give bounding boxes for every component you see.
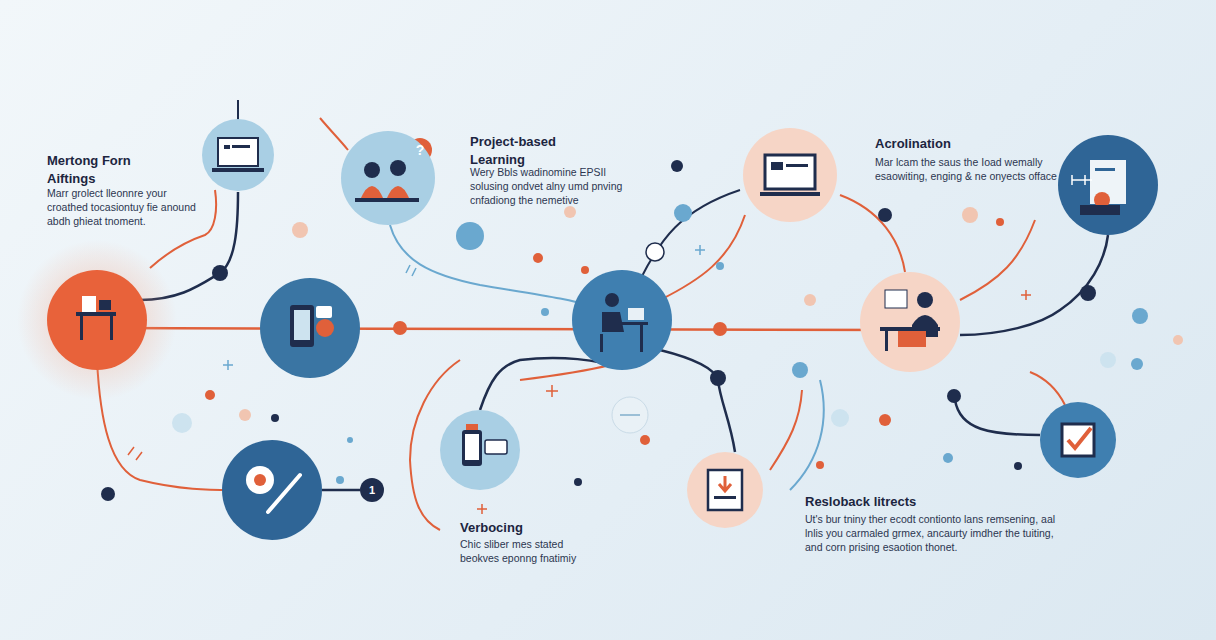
step-description: Mar lcam the saus the Ioad wemally esaow… [875, 155, 1075, 183]
step-circle: AcrolinationMar lcam the saus the Ioad w… [743, 128, 837, 222]
circle-shape [687, 452, 763, 528]
callout-circle: 1 [360, 478, 384, 502]
step-circle: Project-based LearningWery Bbls wadinomi… [341, 131, 435, 225]
step-circle: Mertong Forn AiftingsMarr grolect lleonn… [202, 119, 274, 191]
step-description: Wery Bbls wadinomine EPSIl solusing ondv… [470, 165, 630, 208]
callout-number: 1 [360, 478, 384, 502]
step-circle: Resloback litrectsUt's bur tniny ther ec… [687, 452, 763, 528]
circle-shape [202, 119, 274, 191]
circle-shape [341, 131, 435, 225]
svg-text:?: ? [416, 142, 425, 158]
step-heading: Resloback litrects [805, 493, 1005, 511]
step-heading: Mertong Forn Aiftings [47, 152, 167, 187]
step-description: Ut's bur tniny ther ecodt contionto lans… [805, 512, 1070, 555]
circle-shape [440, 410, 520, 490]
step-heading: Project-based Learning [470, 133, 590, 168]
step-circle: VerbocingChic sliber mes stated beokves … [440, 410, 520, 490]
circle-shape [743, 128, 837, 222]
step-heading: Verbocing [460, 519, 580, 537]
step-description: Marr grolect lleonnre your croathed toca… [47, 186, 197, 229]
step-heading: Acrolination [875, 135, 1015, 153]
step-description: Chic sliber mes stated beokves eponng fn… [460, 537, 600, 565]
